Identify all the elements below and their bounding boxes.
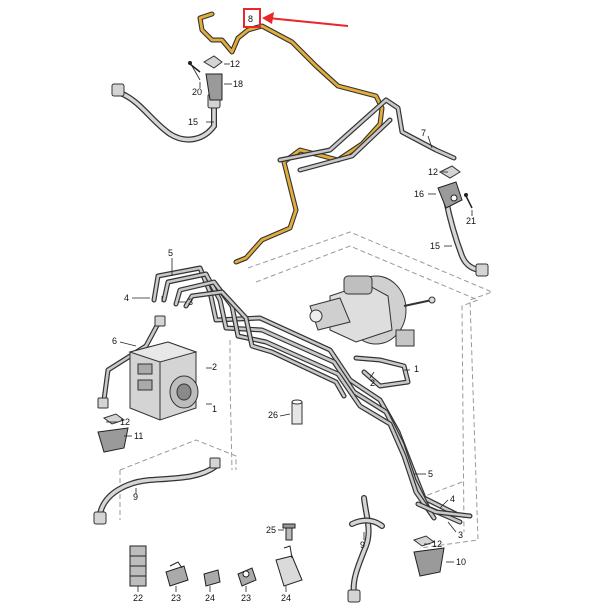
callout-18-right: 21 bbox=[466, 216, 476, 226]
callout-9-right: 9 bbox=[360, 540, 365, 550]
callout-12-bottom: 12 bbox=[432, 539, 442, 549]
brake-master-cylinder[interactable] bbox=[309, 275, 436, 347]
fitting-18-right[interactable] bbox=[464, 193, 473, 209]
brake-line-7[interactable] bbox=[277, 97, 457, 173]
part-25-bolt[interactable] bbox=[282, 523, 296, 541]
callout-20: 22 bbox=[133, 593, 143, 603]
fitting-18-left[interactable] bbox=[188, 61, 201, 73]
callout-15-left: 15 bbox=[188, 117, 198, 127]
part-21-clip[interactable] bbox=[165, 561, 189, 587]
callout-3-right: 3 bbox=[458, 530, 463, 540]
callout-25: 25 bbox=[266, 525, 276, 535]
part-22-clip[interactable] bbox=[203, 569, 221, 587]
callout-18-left: 20 bbox=[192, 87, 202, 97]
callout-2-right: 2 bbox=[370, 378, 375, 388]
callout-8: 8 bbox=[248, 14, 253, 24]
bracket-10[interactable] bbox=[412, 535, 445, 577]
callout-6: 6 bbox=[112, 336, 117, 346]
brake-hose-9-left[interactable] bbox=[93, 457, 221, 525]
callout-16: 16 bbox=[414, 189, 424, 199]
part-23-clip[interactable] bbox=[237, 567, 257, 587]
brake-line-8-highlighted[interactable] bbox=[197, 11, 385, 265]
callout-10: 10 bbox=[456, 557, 466, 567]
callout-15-right: 15 bbox=[430, 241, 440, 251]
callout-5-bottom: 5 bbox=[428, 469, 433, 479]
main-brake-line-bundle[interactable] bbox=[151, 265, 473, 525]
brake-hose-15-right[interactable] bbox=[443, 197, 489, 277]
callout-12-abs: 12 bbox=[120, 417, 130, 427]
callout-4-left: 4 bbox=[124, 293, 129, 303]
callout-labels: 8 12 18 20 15 7 12 16 21 15 5 4 3 6 2 1 … bbox=[112, 14, 476, 603]
part-20-clip-stack[interactable] bbox=[129, 545, 147, 587]
callout-1-left: 1 bbox=[212, 404, 217, 414]
callout-5-top: 5 bbox=[168, 248, 173, 258]
callout-12-topleft: 12 bbox=[230, 59, 240, 69]
callout-24: 24 bbox=[281, 593, 291, 603]
callout-26: 26 bbox=[268, 410, 278, 420]
body-outline bbox=[119, 231, 494, 549]
brake-hose-15-left[interactable] bbox=[111, 83, 221, 143]
leader-lines bbox=[106, 63, 473, 592]
abs-hydraulic-unit[interactable] bbox=[128, 341, 199, 421]
brake-hose-9-right[interactable] bbox=[347, 495, 385, 603]
sleeve-26[interactable] bbox=[291, 399, 303, 425]
bracket-17[interactable] bbox=[191, 55, 223, 101]
callout-2-left: 2 bbox=[212, 362, 217, 372]
callout-4-right: 4 bbox=[450, 494, 455, 504]
callout-21: 23 bbox=[171, 593, 181, 603]
callout-7: 7 bbox=[421, 128, 426, 138]
callout-22: 24 bbox=[205, 593, 215, 603]
callout-3-left: 3 bbox=[188, 297, 193, 307]
callout-12-right: 12 bbox=[428, 167, 438, 177]
highlight-marker bbox=[243, 8, 349, 28]
brake-line-6[interactable] bbox=[97, 315, 166, 409]
bracket-16[interactable] bbox=[437, 165, 463, 209]
callout-1-right: 1 bbox=[414, 364, 419, 374]
callout-23: 23 bbox=[241, 593, 251, 603]
callout-17: 18 bbox=[233, 79, 243, 89]
callout-11: 11 bbox=[134, 431, 143, 441]
callout-9-left: 9 bbox=[133, 492, 138, 502]
part-24-bracket[interactable] bbox=[275, 545, 303, 587]
bracket-11[interactable] bbox=[97, 413, 129, 453]
